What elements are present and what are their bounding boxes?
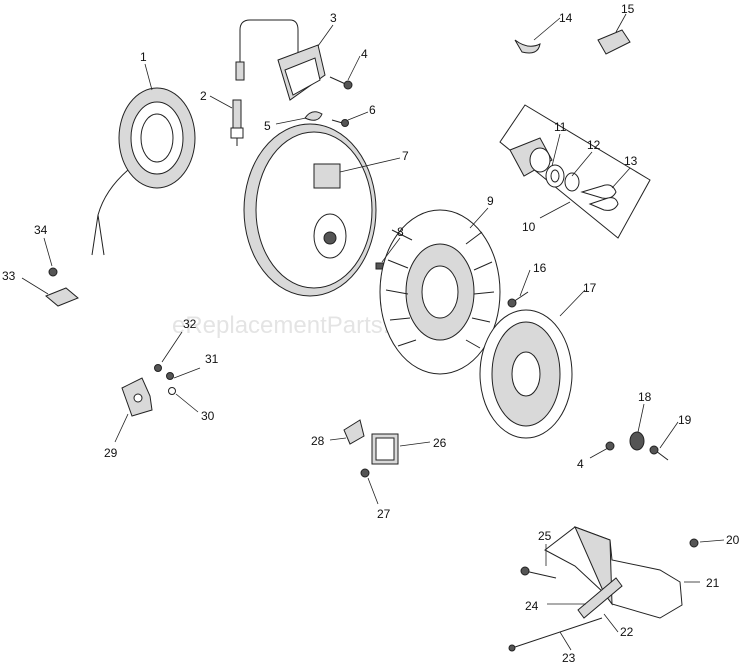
callout-21: 21 xyxy=(706,576,720,590)
spark-plug xyxy=(230,99,244,146)
ignition-keys xyxy=(580,184,619,211)
callout-29: 29 xyxy=(104,446,118,460)
terminal-screw xyxy=(48,267,58,277)
callout-24: 24 xyxy=(525,599,539,613)
callout-23: 23 xyxy=(562,651,576,665)
spacer-tube xyxy=(577,577,623,619)
key-switch xyxy=(509,137,553,177)
callout-4: 4 xyxy=(361,47,368,61)
callout-28: 28 xyxy=(311,434,325,448)
callout-13: 13 xyxy=(624,154,638,168)
callout-16: 16 xyxy=(533,261,547,275)
callout-4-lower: 4 xyxy=(577,457,584,471)
stator-ring xyxy=(91,87,196,256)
mounting-bracket xyxy=(544,526,683,619)
callout-18: 18 xyxy=(638,390,652,404)
small-washer xyxy=(168,387,176,395)
long-bolt xyxy=(508,617,603,652)
nut xyxy=(689,538,699,548)
callout-9: 9 xyxy=(487,194,494,208)
callout-10: 10 xyxy=(522,220,536,234)
callout-26: 26 xyxy=(433,436,447,450)
clamp xyxy=(514,39,541,54)
fan xyxy=(379,209,501,375)
rectifier xyxy=(371,433,399,465)
callout-1: 1 xyxy=(140,50,147,64)
bolt xyxy=(649,445,669,461)
ignition-switch-assembly xyxy=(499,104,651,239)
small-nut xyxy=(166,372,174,380)
fan-screw xyxy=(507,291,529,308)
rectifier-screw xyxy=(360,468,370,478)
callout-19: 19 xyxy=(678,413,692,427)
callouts: 1 2 3 4 5 6 7 8 9 10 11 12 13 14 15 16 1… xyxy=(2,2,740,665)
switch-nut xyxy=(545,164,565,188)
callout-33: 33 xyxy=(2,269,16,283)
small-screw xyxy=(331,119,349,127)
callout-14: 14 xyxy=(559,11,573,25)
ignition-module xyxy=(235,19,326,101)
callout-17: 17 xyxy=(583,281,597,295)
washer xyxy=(629,431,645,451)
callout-20: 20 xyxy=(726,533,740,547)
callout-30: 30 xyxy=(201,409,215,423)
callout-12: 12 xyxy=(587,138,601,152)
bracket-bolt xyxy=(520,566,557,579)
terminal-clip xyxy=(45,287,79,307)
callout-27: 27 xyxy=(377,507,391,521)
fuse xyxy=(597,29,631,55)
callout-2: 2 xyxy=(200,89,207,103)
connector xyxy=(343,419,365,445)
screw-top xyxy=(329,76,353,90)
regulator-screw xyxy=(154,364,162,372)
callout-15: 15 xyxy=(621,2,635,16)
callout-6: 6 xyxy=(369,103,376,117)
switch-washer xyxy=(564,172,580,192)
callout-7: 7 xyxy=(402,149,409,163)
callout-5: 5 xyxy=(264,119,271,133)
callout-25: 25 xyxy=(538,529,552,543)
regulator xyxy=(121,377,153,417)
flywheel xyxy=(243,123,377,297)
callout-11: 11 xyxy=(554,120,567,134)
callout-3: 3 xyxy=(330,11,337,25)
callout-31: 31 xyxy=(205,352,219,366)
clip xyxy=(304,111,323,121)
callout-34: 34 xyxy=(34,223,48,237)
leader-lines xyxy=(21,13,725,651)
callout-32: 32 xyxy=(183,317,197,331)
callout-8: 8 xyxy=(397,225,404,239)
callout-22: 22 xyxy=(620,625,634,639)
debris-screen xyxy=(479,309,573,439)
